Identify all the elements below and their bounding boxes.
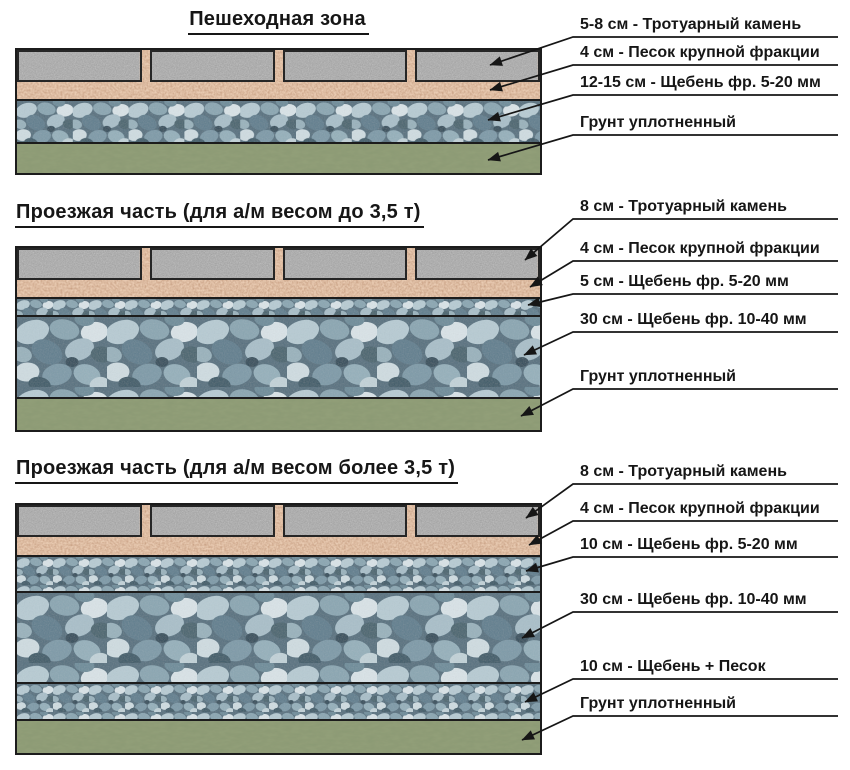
- gravel-sand-texture: [17, 684, 540, 719]
- label-coarse-sand: 4 см - Песок крупной фракции: [580, 500, 820, 517]
- gravel-texture: [17, 299, 540, 315]
- granite-texture: [417, 250, 538, 278]
- soil-texture: [17, 144, 540, 173]
- granite-texture: [151, 52, 273, 80]
- granite-texture: [19, 507, 140, 535]
- layer-gravel-sand-mix: [17, 682, 540, 719]
- paving-block: [149, 50, 275, 82]
- layer-paving-stones: [17, 50, 540, 82]
- cross-section-roadway-up-to-3-5t: [15, 246, 542, 432]
- granite-texture: [284, 250, 406, 278]
- layer-coarse-sand: [17, 537, 540, 555]
- leader-line-arrow: [521, 611, 838, 639]
- granite-texture: [19, 250, 140, 278]
- leader-line-arrow: [521, 715, 838, 741]
- gravel-texture: [17, 557, 540, 591]
- label-paving-stone: 8 см - Тротуарный камень: [580, 198, 787, 215]
- label-gravel-sand-mix: 10 см - Щебень + Песок: [580, 658, 766, 675]
- label-compacted-soil: Грунт уплотненный: [580, 368, 736, 385]
- layer-gravel-10-40: [17, 315, 540, 397]
- sand-texture: [17, 82, 540, 99]
- sand-texture: [17, 537, 540, 555]
- section-title-text: Проезжая часть (для а/м весом до 3,5 т): [15, 201, 424, 228]
- label-gravel-5-20: 12-15 см - Щебень фр. 5-20 мм: [580, 74, 821, 91]
- layer-gravel-5-20: [17, 99, 540, 142]
- layer-compacted-soil: [17, 142, 540, 173]
- section-title-roadway-over-3-5t: Проезжая часть (для а/м весом более 3,5 …: [15, 457, 459, 484]
- paving-block: [282, 50, 408, 82]
- section-title-pedestrian-zone: Пешеходная зона: [15, 8, 542, 35]
- leader-line-arrow: [527, 293, 838, 308]
- section-title-text: Пешеходная зона: [188, 8, 369, 35]
- paving-block: [415, 505, 540, 537]
- paving-block: [415, 50, 540, 82]
- section-title-text: Проезжая часть (для а/м весом более 3,5 …: [15, 457, 459, 484]
- paving-block: [282, 248, 408, 280]
- paving-block: [17, 50, 142, 82]
- label-gravel-10-40: 30 см - Щебень фр. 10-40 мм: [580, 311, 807, 328]
- granite-texture: [19, 52, 140, 80]
- label-coarse-sand: 4 см - Песок крупной фракции: [580, 44, 820, 61]
- granite-texture: [284, 52, 406, 80]
- paving-block: [415, 248, 540, 280]
- soil-texture: [17, 721, 540, 753]
- label-gravel-10-40: 30 см - Щебень фр. 10-40 мм: [580, 591, 807, 608]
- gravel-texture: [17, 101, 540, 142]
- label-paving-stone: 5-8 см - Тротуарный камень: [580, 16, 802, 33]
- layer-coarse-sand: [17, 280, 540, 297]
- layer-compacted-soil: [17, 719, 540, 753]
- label-gravel-5-20: 10 см - Щебень фр. 5-20 мм: [580, 536, 798, 553]
- leader-line-arrow: [525, 556, 838, 573]
- soil-texture: [17, 399, 540, 430]
- paving-block: [149, 505, 275, 537]
- label-coarse-sand: 4 см - Песок крупной фракции: [580, 240, 820, 257]
- cross-section-pedestrian-zone: [15, 48, 542, 175]
- sand-texture: [17, 280, 540, 297]
- cross-section-roadway-over-3-5t: [15, 503, 542, 755]
- section-title-roadway-up-to-3-5t: Проезжая часть (для а/м весом до 3,5 т): [15, 201, 424, 228]
- paving-block: [17, 505, 142, 537]
- granite-texture: [151, 250, 273, 278]
- paving-block: [17, 248, 142, 280]
- paving-block: [149, 248, 275, 280]
- paving-block: [282, 505, 408, 537]
- layer-gravel-5-20: [17, 297, 540, 315]
- coarse-gravel-texture: [17, 593, 540, 682]
- leader-line-arrow: [520, 388, 838, 417]
- layer-paving-stones: [17, 248, 540, 280]
- leader-line-arrow: [523, 331, 838, 356]
- label-compacted-soil: Грунт уплотненный: [580, 114, 736, 131]
- layer-gravel-10-40: [17, 591, 540, 682]
- layer-coarse-sand: [17, 82, 540, 99]
- label-paving-stone: 8 см - Тротуарный камень: [580, 463, 787, 480]
- coarse-gravel-texture: [17, 317, 540, 397]
- layer-gravel-5-20: [17, 555, 540, 591]
- label-compacted-soil: Грунт уплотненный: [580, 695, 736, 712]
- granite-texture: [417, 52, 538, 80]
- granite-texture: [417, 507, 538, 535]
- layer-compacted-soil: [17, 397, 540, 430]
- granite-texture: [151, 507, 273, 535]
- label-gravel-5-20: 5 см - Щебень фр. 5-20 мм: [580, 273, 789, 290]
- granite-texture: [284, 507, 406, 535]
- layer-paving-stones: [17, 505, 540, 537]
